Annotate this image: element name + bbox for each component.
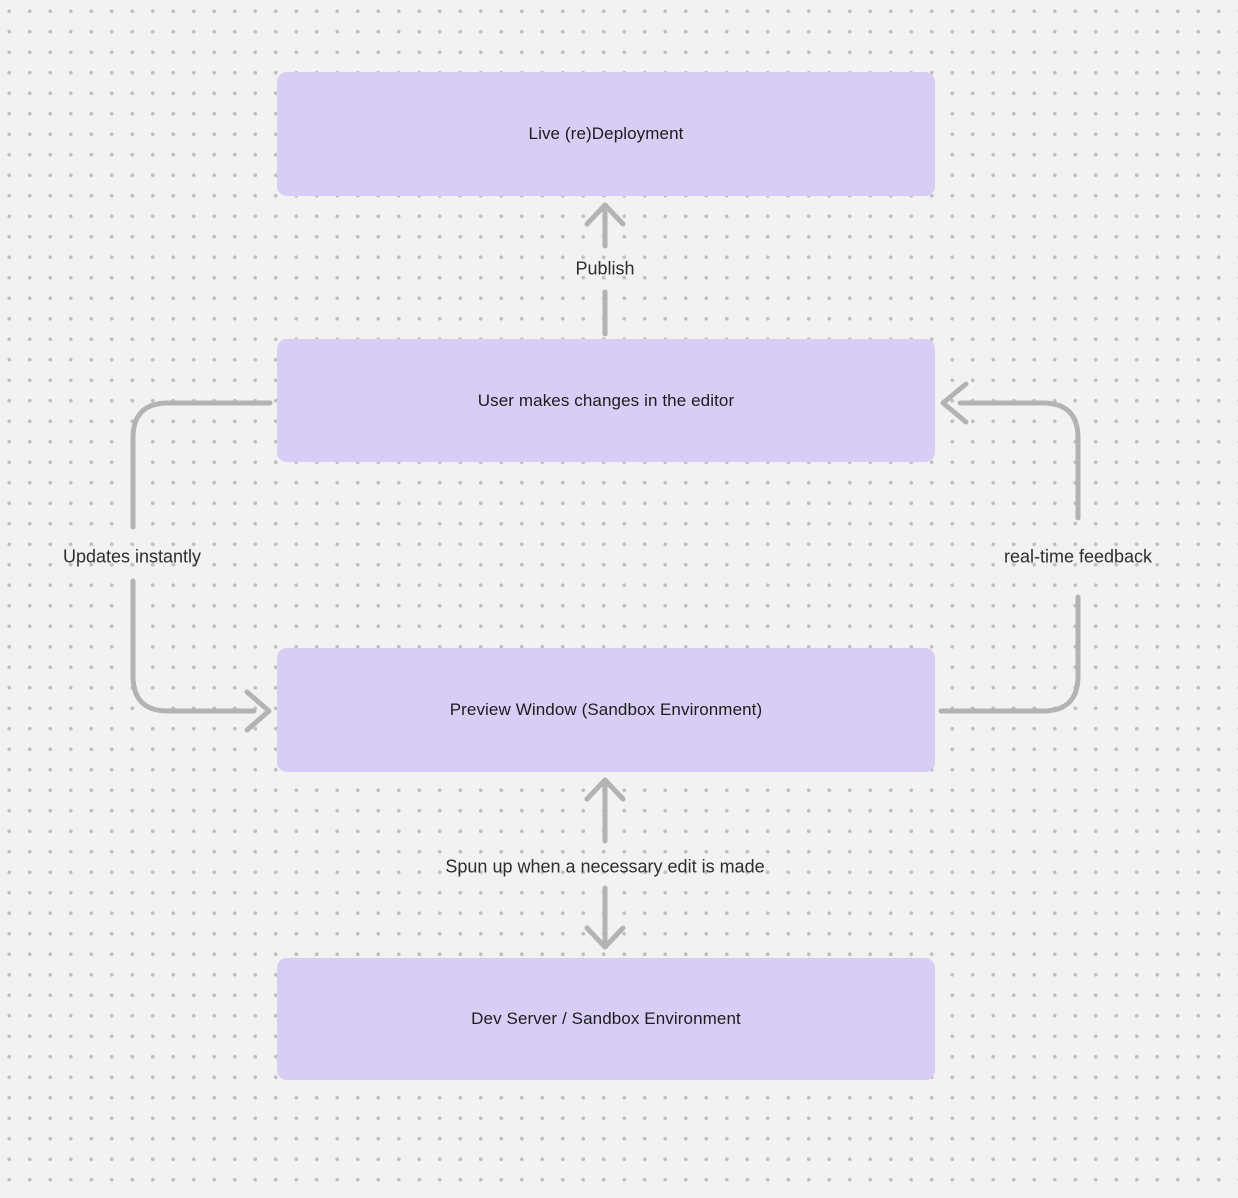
arrow-real-time-feedback [938,381,1081,714]
node-user-editor[interactable]: User makes changes in the editor [277,339,935,462]
edge-label-publish: Publish [575,258,635,279]
node-preview-window[interactable]: Preview Window (Sandbox Environment) [277,648,935,772]
edge-label-spun-up: Spun up when a necessary edit is made [445,856,765,877]
node-dev-server-label: Dev Server / Sandbox Environment [471,1009,741,1028]
node-user-editor-label: User makes changes in the editor [477,390,735,410]
node-live-deployment-label: Live (re)Deployment [528,124,684,143]
node-dev-server[interactable]: Dev Server / Sandbox Environment [277,958,935,1080]
node-preview-window-label: Preview Window (Sandbox Environment) [449,700,763,719]
arrow-spun-up [584,777,626,950]
node-live-deployment[interactable]: Live (re)Deployment [277,72,935,196]
edge-label-real-time-feedback: real-time feedback [1003,546,1153,567]
arrow-publish [584,202,626,337]
arrow-updates-instantly [130,400,273,733]
edge-label-updates-instantly: Updates instantly [62,546,202,567]
